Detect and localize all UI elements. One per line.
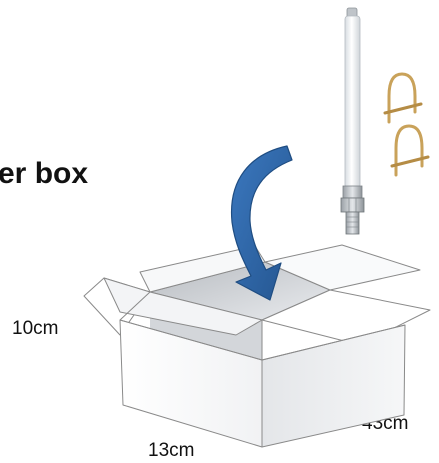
open-cardboard-box	[83, 244, 431, 448]
fiberglass-antenna	[340, 7, 365, 235]
insert-arrow	[230, 145, 293, 301]
box-width-label: 13cm	[148, 440, 195, 461]
u-bolt-brackets	[383, 72, 430, 177]
box-height-label: 10cm	[12, 318, 59, 339]
packaging-title: er box	[0, 157, 89, 190]
